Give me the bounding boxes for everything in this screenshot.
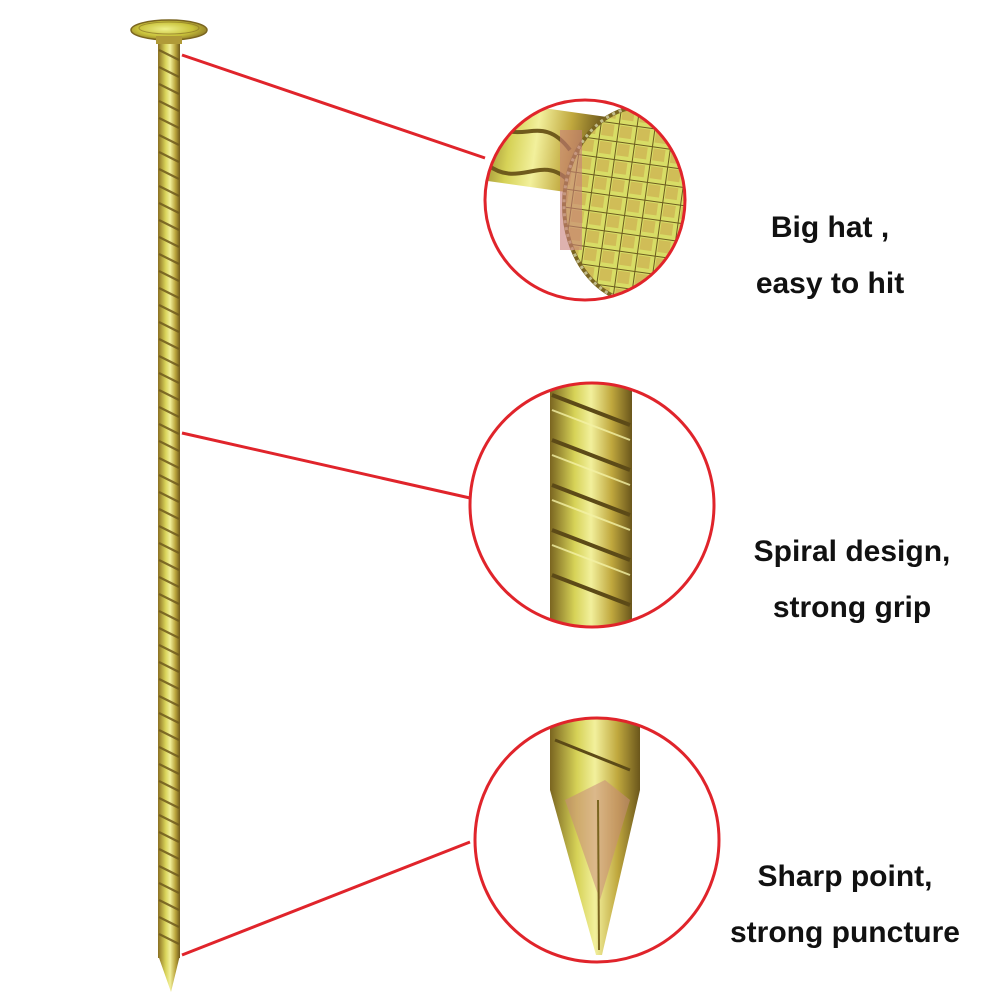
shaft-twist-mark [158, 542, 180, 554]
shaft-twist-mark [158, 270, 180, 282]
shaft-twist-mark [158, 440, 180, 452]
shaft-twist-mark [158, 576, 180, 588]
caption-point: Sharp point, strong puncture [705, 849, 985, 961]
shaft-twist-mark [158, 474, 180, 486]
shaft-twist-mark [158, 304, 180, 316]
shaft-twist-mark [158, 831, 180, 843]
zoom-circle-point [473, 716, 721, 964]
shaft-twist-mark [158, 678, 180, 690]
shaft-twist-mark [158, 797, 180, 809]
caption-head: Big hat , easy to hit [690, 200, 970, 312]
shaft-twist-mark [158, 780, 180, 792]
shaft-twist-mark [158, 525, 180, 537]
shaft-twist-mark [158, 168, 180, 180]
shaft-twist-mark [158, 899, 180, 911]
shaft-twist-mark [158, 100, 180, 112]
shaft-twist-mark [158, 933, 180, 945]
shaft-twist-mark [158, 202, 180, 214]
shaft-twist-mark [158, 151, 180, 163]
shaft-twist-mark [158, 661, 180, 673]
shaft-twist-mark [158, 389, 180, 401]
shaft-twist-mark [158, 848, 180, 860]
zoom-circle-head [483, 98, 687, 302]
caption-shank-line1: Spiral design, [753, 535, 951, 568]
shaft-twist-mark [158, 423, 180, 435]
shaft-twist-mark [158, 83, 180, 95]
callout-line-head [181, 53, 486, 160]
shaft-twist-mark [158, 372, 180, 384]
callout-line-point [181, 840, 471, 957]
shaft-twist-mark [158, 746, 180, 758]
shaft-twist-mark [158, 695, 180, 707]
shaft-twist-mark [158, 66, 180, 78]
shaft-twist-mark [158, 253, 180, 265]
shaft-twist-mark [158, 763, 180, 775]
shaft-twist-mark [158, 117, 180, 129]
caption-head-line2: easy to hit [755, 267, 905, 300]
callout-line-shank [181, 431, 471, 500]
shaft-twist-mark [158, 865, 180, 877]
zoom-circle-shank [468, 381, 716, 629]
shaft-twist-mark [158, 457, 180, 469]
shaft-twist-mark [158, 491, 180, 503]
shaft-twist-mark [158, 321, 180, 333]
shaft-twist-mark [158, 49, 180, 61]
shaft-twist-mark [158, 593, 180, 605]
nail-icon [130, 19, 208, 992]
shaft-twist-mark [158, 916, 180, 928]
shaft-twist-mark [158, 287, 180, 299]
shaft-twist-mark [158, 508, 180, 520]
shaft-twist-mark [158, 644, 180, 656]
shaft-twist-mark [158, 338, 180, 350]
shaft-twist-mark [158, 729, 180, 741]
shaft-twist-mark [158, 406, 180, 418]
shaft-twist-mark [158, 185, 180, 197]
caption-point-line1: Sharp point, [757, 860, 933, 893]
shaft-twist-mark [158, 814, 180, 826]
shaft-twist-mark [158, 134, 180, 146]
shaft-twist-mark [158, 882, 180, 894]
caption-shank-line2: strong grip [772, 591, 932, 624]
shaft-twist-mark [158, 219, 180, 231]
shaft-twist-mark [158, 355, 180, 367]
shaft-twist-mark [158, 610, 180, 622]
caption-point-line2: strong puncture [730, 916, 960, 949]
caption-shank: Spiral design, strong grip [712, 524, 992, 636]
shaft-twist-mark [158, 627, 180, 639]
caption-head-line1: Big hat , [770, 211, 890, 244]
shaft-twist-mark [158, 559, 180, 571]
shaft-twist-mark [158, 236, 180, 248]
shaft-twist-mark [158, 712, 180, 724]
